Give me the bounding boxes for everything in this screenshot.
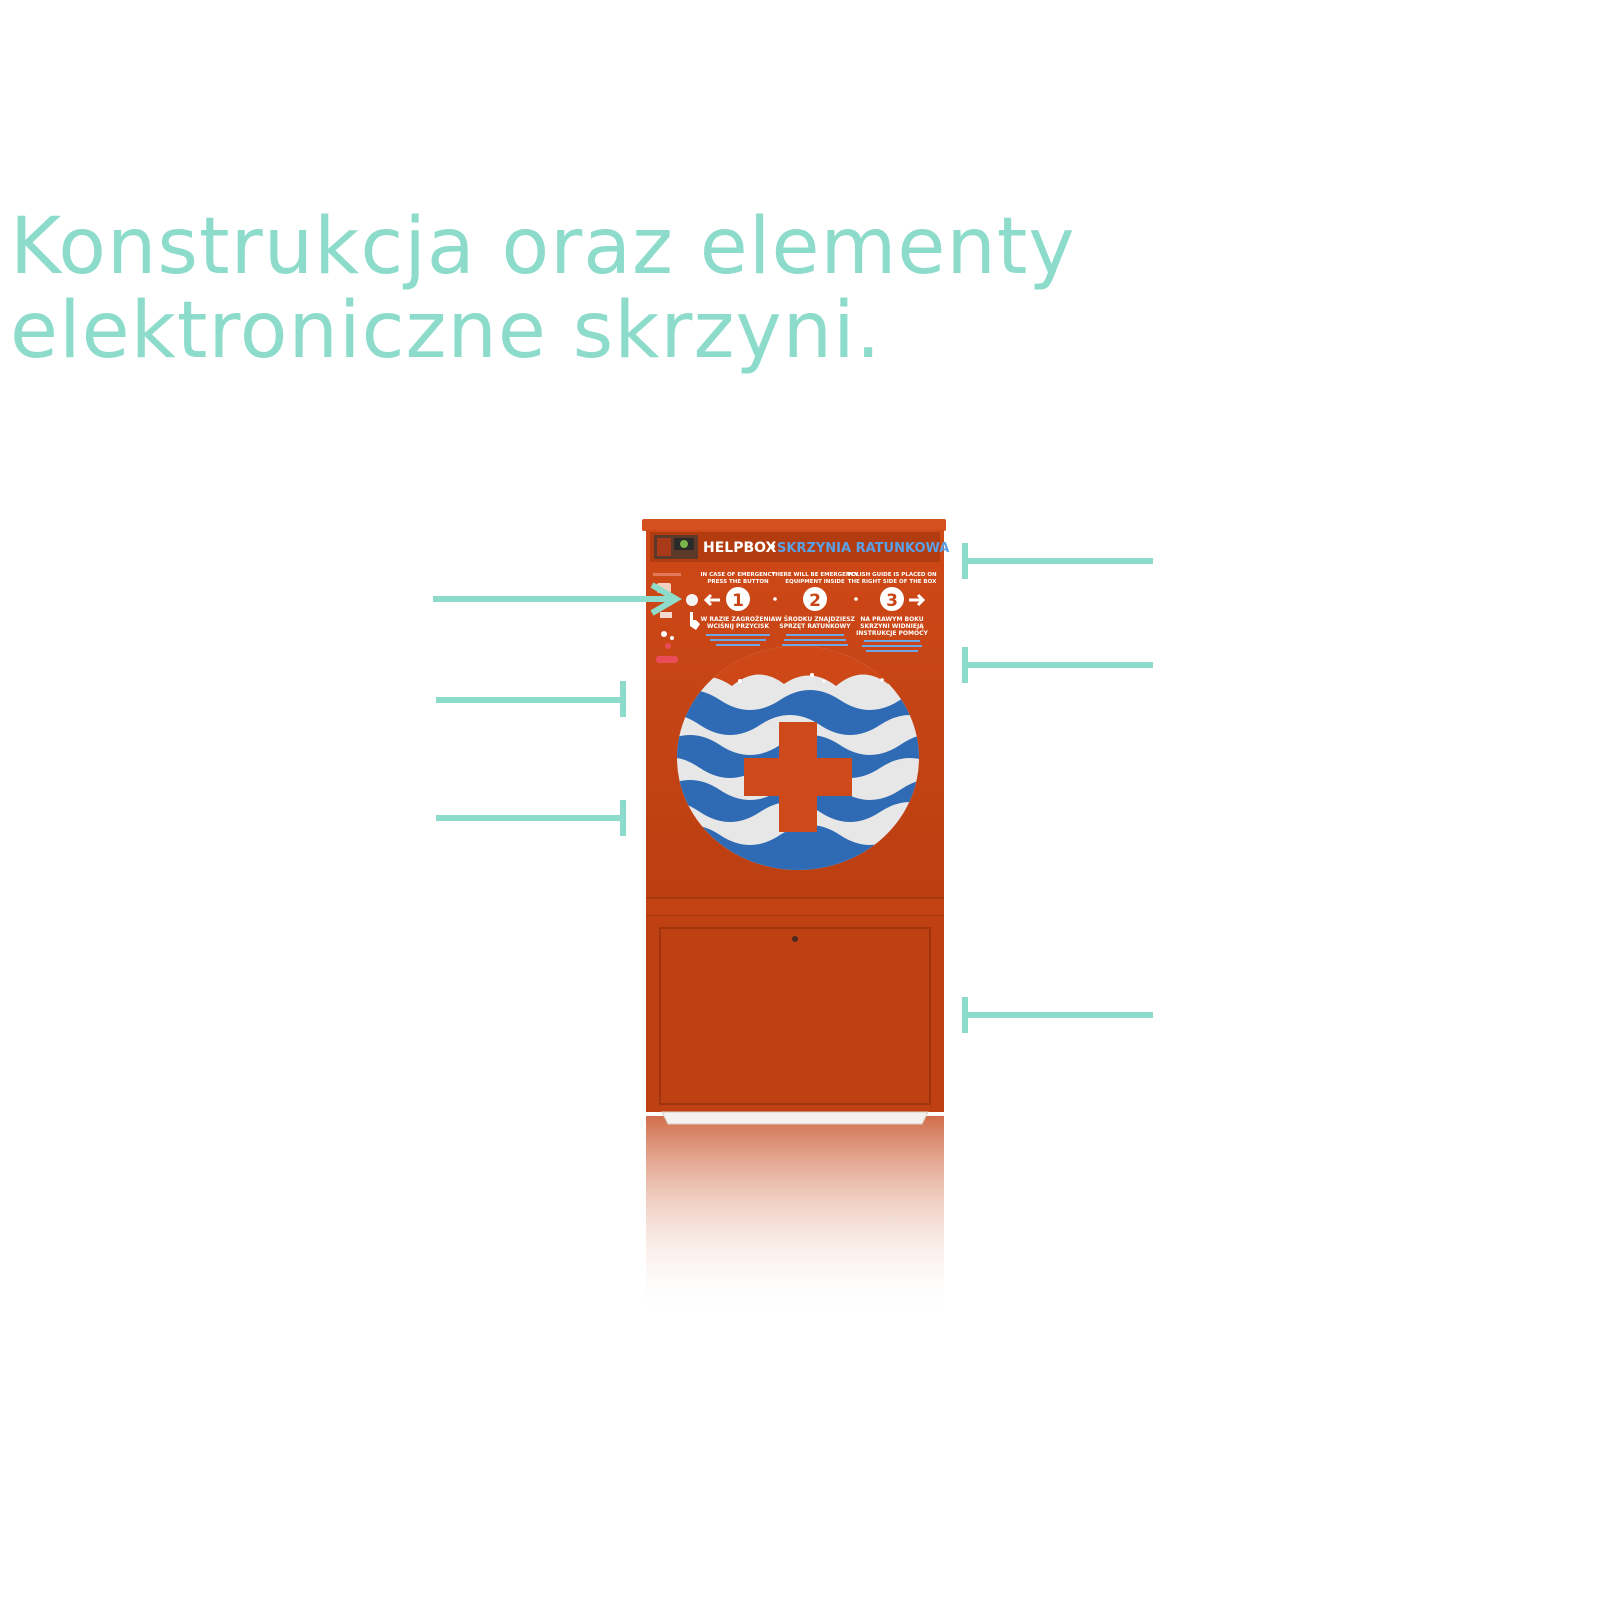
step-1-en-line-1: IN CASE OF EMERGENCY: [701, 572, 777, 578]
box-reflection: [646, 1116, 944, 1316]
step-3-fineprint: [862, 645, 922, 647]
step-2-pl-line-2: SPRZĘT RATUNKOWY: [779, 623, 851, 630]
right-callout-2: [962, 647, 1153, 683]
arrow-left-icon: [703, 593, 720, 607]
box-divider: [646, 898, 944, 916]
step-3-pl-line-1: NA PRAWYM BOKU: [860, 616, 923, 623]
button-callout: [433, 582, 682, 616]
lower-door-panel[interactable]: [659, 927, 931, 1105]
medical-cross-icon: [744, 722, 852, 832]
pointing-hand-icon: [690, 612, 700, 630]
step-3-en-line-1: POLISH GUIDE IS PLACED ON: [847, 572, 937, 578]
step-1-en-line-2: PRESS THE BUTTON: [707, 579, 769, 585]
step-2-fineprint: [782, 644, 848, 646]
step-2-pl-line-1: W ŚRODKU ZNAJDZIESZ: [775, 616, 855, 623]
emergency-button[interactable]: [686, 594, 698, 606]
right-callout-1: [962, 543, 1153, 579]
title-line-2: elektroniczne skrzyni.: [10, 286, 882, 376]
step-1-fineprint: [706, 634, 770, 636]
step-1-badge: [726, 587, 750, 611]
step-2-badge: [803, 587, 827, 611]
page-title: Konstrukcja oraz elementy elektroniczne …: [10, 205, 1076, 373]
keyhole-icon[interactable]: [792, 936, 798, 942]
step-3-fineprint: [866, 650, 918, 652]
brand-name: HELPBOX: [703, 540, 777, 556]
step-1-fineprint: [710, 639, 766, 641]
step-3-fineprint: [864, 640, 920, 642]
helpbox-cabinet: HELPBOX • SKRZYNIA RATUNKOWA IN CASE OF …: [642, 519, 949, 1125]
right-callout-3: [962, 997, 1153, 1033]
arrow-head-icon: [650, 582, 682, 616]
box-header-band: [650, 532, 940, 562]
box-base: [661, 1111, 929, 1125]
step-1-pl-line-1: W RAZIE ZAGROŻENIA: [701, 616, 776, 623]
step-3-pl-line-3: INSTRUKCJE POMOCY: [856, 630, 928, 637]
step-3-pl-line-2: SKRZYNI WIDNIEJĄ: [860, 623, 924, 630]
step-3-badge: [880, 587, 904, 611]
step-2-fineprint: [786, 634, 844, 636]
step-3-number: 3: [886, 591, 898, 611]
left-callout-2: [436, 681, 626, 717]
step-divider-dot: [773, 597, 777, 601]
logo-plate: [654, 535, 698, 559]
step-3: POLISH GUIDE IS PLACED ON THE RIGHT SIDE…: [847, 572, 937, 652]
step-1-number: 1: [732, 591, 744, 611]
step-2-en-line-2: EQUIPMENT INSIDE: [785, 579, 845, 585]
step-2-fineprint: [784, 639, 846, 641]
step-1: IN CASE OF EMERGENCY PRESS THE BUTTON 1 …: [686, 572, 776, 646]
step-divider-dot: [854, 597, 858, 601]
brand-subtitle: SKRZYNIA RATUNKOWA: [777, 541, 949, 556]
title-line-1: Konstrukcja oraz elementy: [10, 202, 1076, 292]
box-lower-door: [646, 916, 944, 1112]
step-2: THERE WILL BE EMERGENCY EQUIPMENT INSIDE…: [771, 572, 860, 646]
step-2-en-line-1: THERE WILL BE EMERGENCY: [771, 572, 859, 578]
brand-separator: •: [768, 540, 777, 556]
step-2-number: 2: [809, 591, 821, 611]
box-lid: [642, 519, 946, 531]
arrow-right-icon: [909, 593, 926, 607]
step-1-pl-line-2: WCIŚNIJ PRZYCISK: [707, 623, 770, 630]
left-callout-3: [436, 800, 626, 836]
step-1-fineprint: [716, 644, 760, 646]
step-3-en-line-2: THE RIGHT SIDE OF THE BOX: [848, 579, 937, 585]
